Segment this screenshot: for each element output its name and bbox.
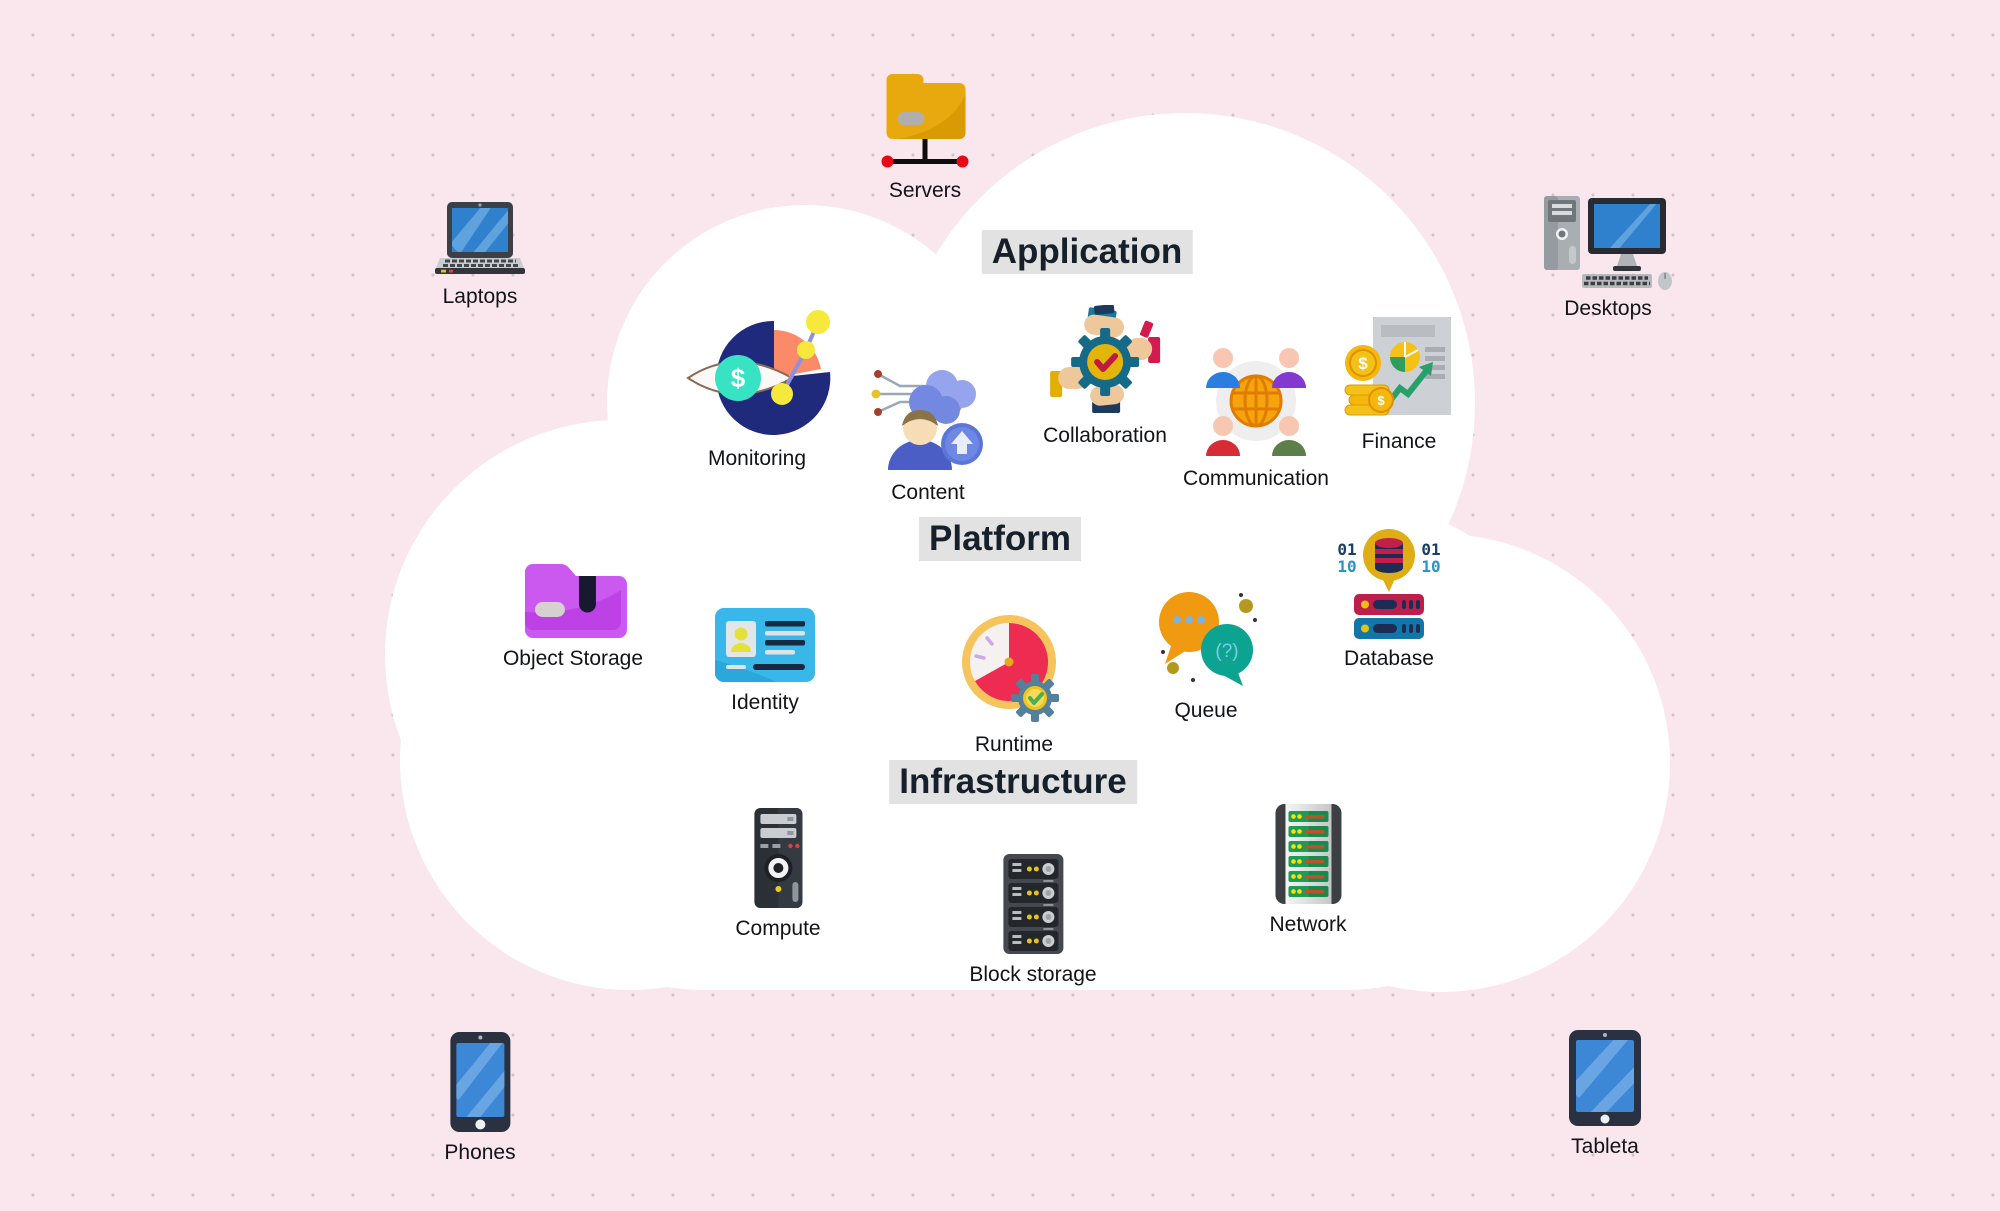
item-label: Network: [1269, 913, 1347, 936]
item-identity: Identity: [713, 606, 817, 714]
binary-text: 10: [1337, 557, 1356, 576]
item-label: Database: [1344, 647, 1434, 670]
device-phones: Phones: [444, 1030, 516, 1164]
item-database: 01 10 01 10 Database: [1334, 528, 1444, 670]
runtime-timer-icon: [962, 615, 1059, 722]
item-label: Runtime: [974, 733, 1054, 756]
item-compute: Compute: [735, 806, 821, 940]
identity-card-icon: [715, 608, 815, 682]
item-queue: (?) Queue: [1151, 588, 1261, 722]
dollar-glyph: $: [731, 363, 746, 393]
desktop-computer-icon: [1544, 196, 1672, 290]
dollar-glyph: $: [1358, 354, 1368, 373]
item-label: Content: [891, 481, 965, 504]
object-storage-folder-icon: [525, 564, 627, 638]
item-content: Content: [868, 352, 988, 504]
item-label: Communication: [1183, 467, 1329, 490]
device-label: Phones: [444, 1141, 516, 1164]
queue-chat-icon: (?): [1159, 592, 1257, 686]
device-label: Laptops: [442, 285, 518, 308]
item-label: Block storage: [969, 963, 1097, 986]
layer-title-platform: Platform: [919, 517, 1081, 562]
item-monitoring: $ Monitoring: [682, 300, 832, 470]
dollar-glyph: $: [1377, 393, 1385, 408]
device-label: Desktops: [1564, 297, 1652, 320]
device-laptops: Laptops: [430, 198, 530, 308]
item-label: Finance: [1361, 430, 1437, 453]
item-object-storage: Object Storage: [503, 546, 643, 670]
layer-title-infrastructure: Infrastructure: [889, 760, 1137, 805]
device-label: Servers: [888, 179, 962, 202]
laptop-icon: [435, 202, 525, 274]
binary-text: 01: [1421, 540, 1440, 559]
item-label: Compute: [735, 917, 821, 940]
device-tablets: Tableta: [1567, 1028, 1643, 1158]
item-collaboration: Collaboration: [1043, 305, 1167, 447]
device-label: Tableta: [1571, 1135, 1639, 1158]
device-desktops: Desktops: [1538, 190, 1678, 320]
block-storage-rack-icon: [1002, 854, 1063, 954]
item-label: Identity: [731, 691, 799, 714]
item-label: Monitoring: [707, 447, 807, 470]
item-runtime: Runtime: [959, 612, 1069, 756]
database-icon: 01 10 01 10: [1337, 529, 1441, 639]
item-block-storage: Block storage: [969, 852, 1097, 986]
item-network: Network: [1269, 802, 1347, 936]
folder-network-icon: [881, 74, 969, 168]
collaboration-icon: [1050, 305, 1160, 413]
question-glyph: (?): [1215, 641, 1238, 662]
phone-icon: [449, 1032, 510, 1132]
device-servers: Servers: [878, 60, 973, 202]
binary-text: 01: [1337, 540, 1356, 559]
item-label: Collaboration: [1043, 424, 1167, 447]
communication-icon: [1206, 348, 1306, 456]
tablet-icon: [1569, 1030, 1641, 1126]
compute-tower-icon: [754, 808, 802, 908]
item-communication: Communication: [1183, 342, 1329, 490]
binary-text: 10: [1421, 557, 1440, 576]
monitoring-icon: $: [686, 310, 831, 435]
network-rack-icon: [1275, 804, 1341, 904]
layer-title-application: Application: [981, 230, 1193, 275]
item-finance: $ $ Finance: [1343, 315, 1455, 453]
content-icon: [871, 370, 983, 470]
item-label: Queue: [1174, 699, 1238, 722]
item-label: Object Storage: [502, 647, 644, 670]
finance-icon: $ $: [1344, 317, 1451, 416]
